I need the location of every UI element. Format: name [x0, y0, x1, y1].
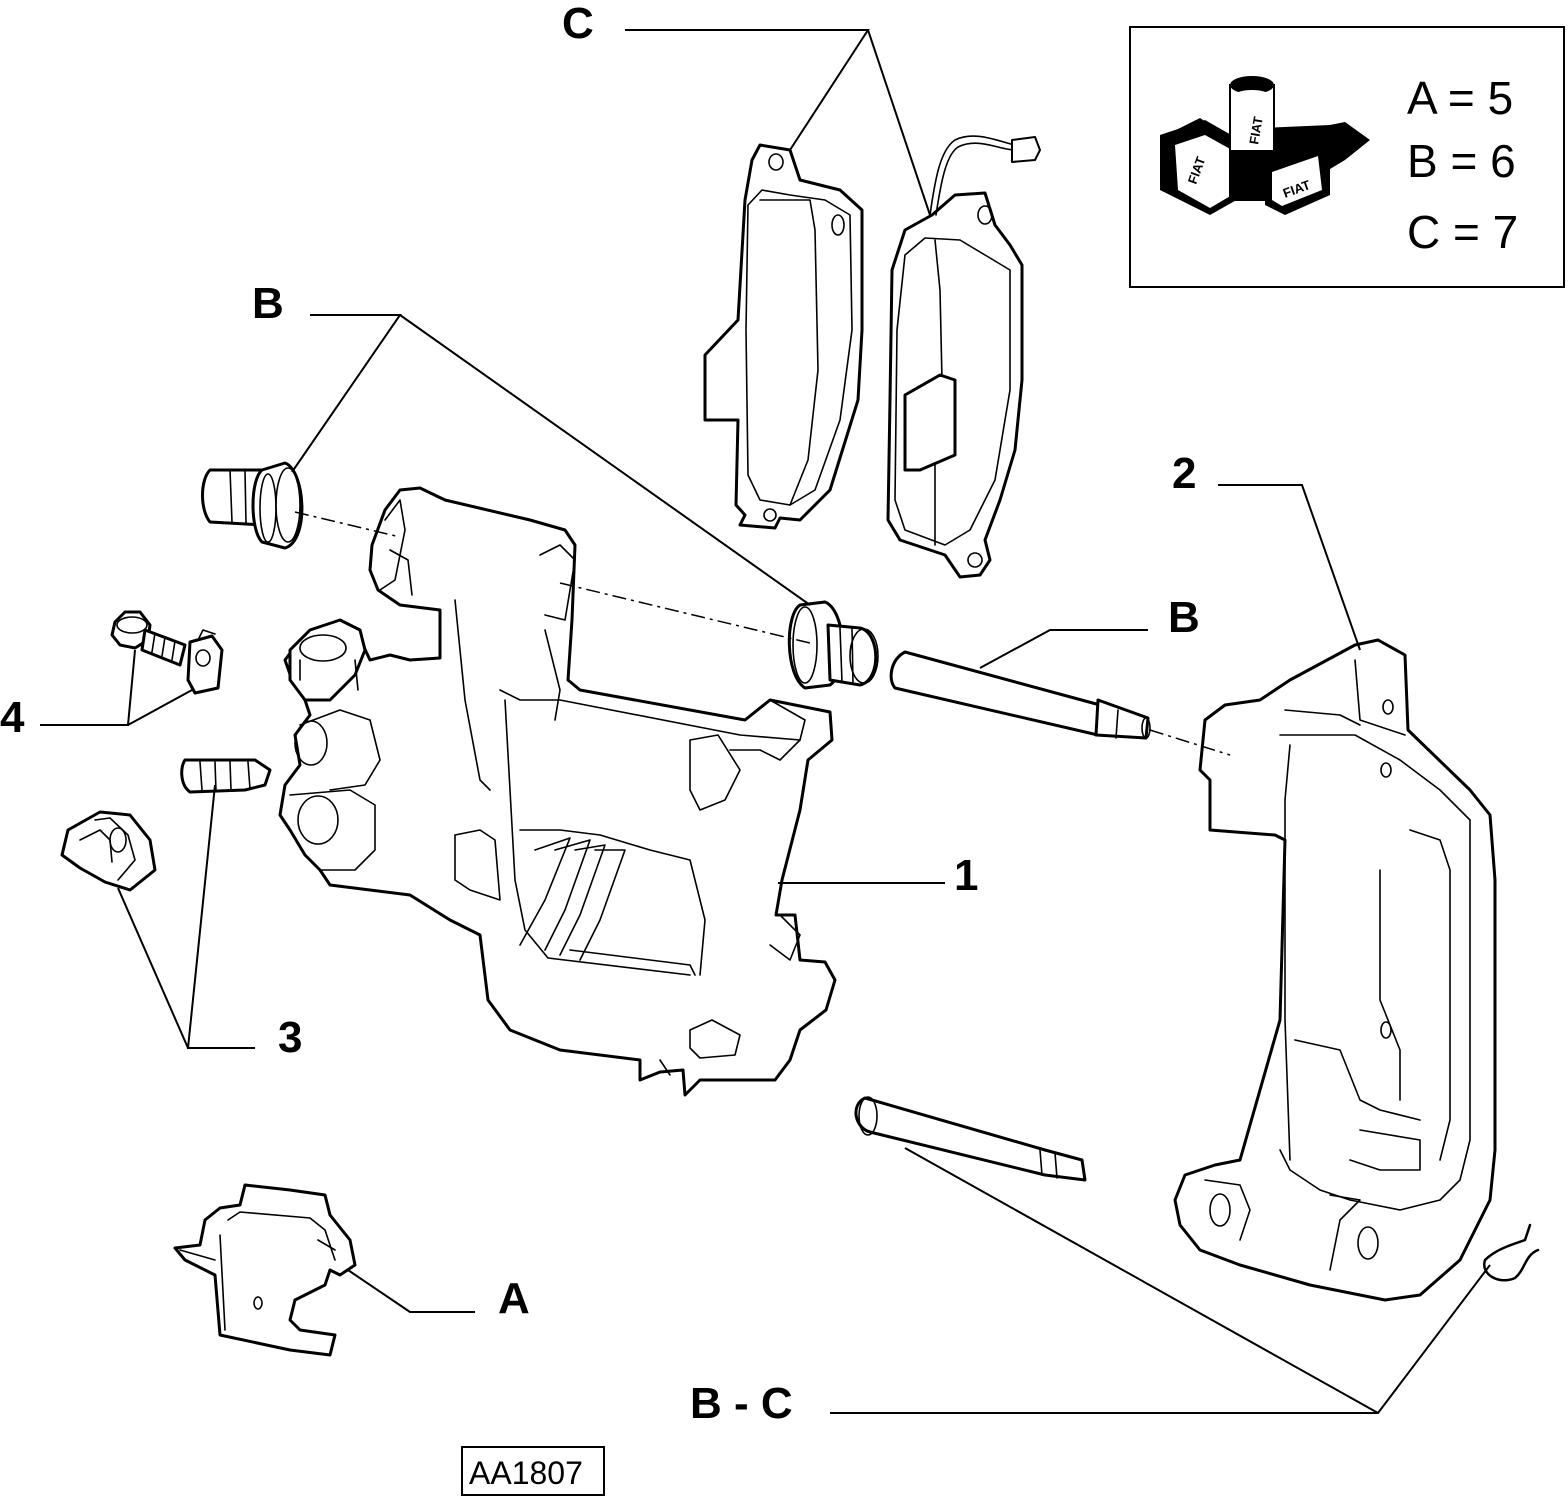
- callout-3: 3: [278, 1013, 302, 1062]
- legend-box: FIAT FIAT FIAT A = 5 B = 6 C = 7: [1129, 26, 1565, 288]
- callout-1: 1: [954, 851, 978, 900]
- dust-cap: [60, 810, 157, 892]
- tube-logo-text: FIAT: [1246, 115, 1266, 145]
- callout-2: 2: [1172, 449, 1196, 498]
- callout-b-bushing: B: [252, 279, 284, 328]
- brake-pad-outer-with-sensor: [886, 135, 1041, 579]
- callout-4: 4: [0, 693, 25, 742]
- drawing-code-box: AA1807: [461, 1446, 605, 1496]
- guide-bushing-lower: [787, 600, 879, 690]
- brake-pad-inner: [703, 143, 864, 530]
- fiat-grease-tube-icon: FIAT FIAT FIAT: [1160, 76, 1370, 215]
- drawing-code: AA1807: [469, 1455, 583, 1491]
- guide-bushing-upper: [201, 461, 304, 550]
- bleed-screw-and-clip: [110, 610, 224, 695]
- bleed-cap: [180, 758, 272, 794]
- legend-item-c: C = 7: [1407, 206, 1518, 258]
- legend-item-a: A = 5: [1407, 72, 1513, 124]
- spring-clip: [1483, 1223, 1540, 1282]
- caliper-body: [278, 486, 837, 1097]
- assembly-axes: [294, 511, 1231, 756]
- callout-a: A: [498, 1274, 530, 1323]
- callout-b-pin: B: [1168, 593, 1200, 642]
- guide-pin-lower: [854, 1096, 1087, 1182]
- anti-rattle-spring: [173, 1183, 357, 1357]
- callout-c: C: [562, 0, 594, 48]
- caliper-bracket: [1173, 638, 1497, 1302]
- leader-lines: [40, 29, 1491, 1414]
- legend-item-b: B = 6: [1407, 135, 1516, 187]
- callout-b-c: B - C: [690, 1379, 793, 1428]
- guide-pin: [889, 650, 1151, 740]
- wear-sensor-plug: [1011, 136, 1041, 163]
- callout-labels: C B B 2 1 4 3 A B - C: [0, 0, 1200, 1428]
